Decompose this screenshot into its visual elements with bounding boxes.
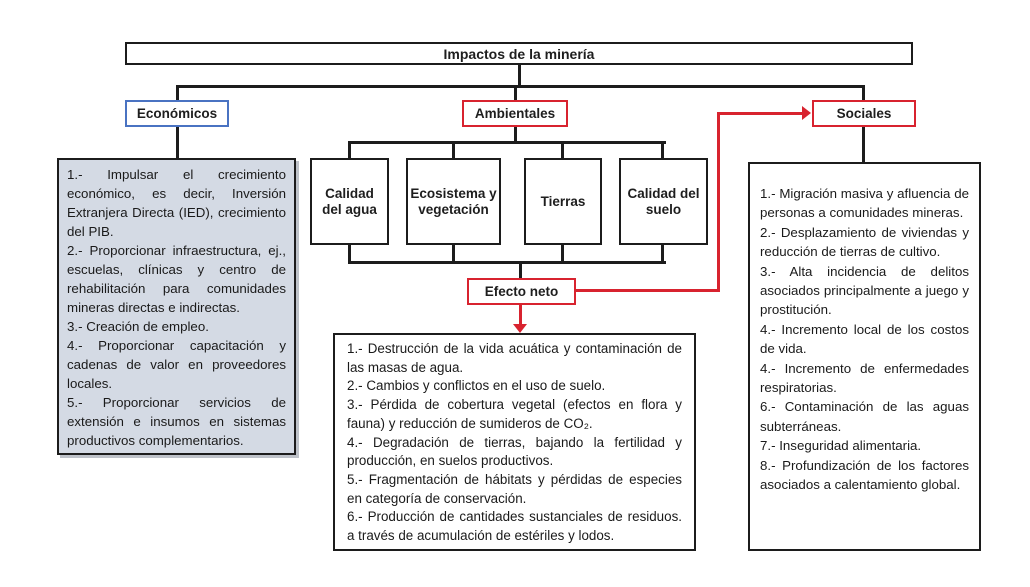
connector-to-ambientales [514, 88, 517, 100]
connector-factor2-riser [452, 245, 455, 261]
category-sociales-label: Sociales [836, 106, 892, 121]
economic-item-4: 4.- Proporcionar capacitación y cadenas … [67, 338, 286, 391]
connector-factors-collector [348, 261, 666, 264]
social-item-1: 1.- Migración masiva y afluencia de pers… [760, 186, 969, 221]
net-effect-list: 1.- Destrucción de la vida acuática y co… [333, 333, 696, 551]
red-arrow-elbow-horizontal2 [717, 112, 803, 115]
root-title-label: Impactos de la minería [443, 45, 595, 62]
factor-soil-quality-box: Calidad del suelo [619, 158, 708, 245]
net-effect-item-1: 1.- Destrucción de la vida acuática y co… [347, 341, 682, 375]
economic-item-5: 5.- Proporcionar servicios de extensión … [67, 395, 286, 448]
red-arrow-net-effect-line [519, 305, 522, 325]
factor-soil-quality-label: Calidad del suelo [627, 185, 700, 217]
connector-factor1-drop [348, 144, 351, 158]
connector-to-economicos [176, 88, 179, 100]
factor-water-quality-label: Calidad del agua [322, 185, 377, 217]
connector-factor4-riser [661, 245, 664, 261]
red-arrow-to-sociales-head [802, 106, 811, 120]
red-arrow-net-effect-head [513, 324, 527, 333]
social-item-2: 2.- Desplazamiento de viviendas y reducc… [760, 224, 969, 260]
net-effect-item-4: 4.- Degradación de tierras, bajando la f… [347, 434, 682, 469]
social-item-7: 7.- Inseguridad alimentaria. [760, 438, 922, 454]
factor-water-quality-box: Calidad del agua [310, 158, 389, 245]
connector-factor4-drop [661, 144, 664, 158]
net-effect-item-5: 5.- Fragmentación de hábitats y pérdidas… [347, 471, 682, 506]
connector-branch-horizontal [176, 85, 865, 88]
economic-item-1: 1.- Impulsar el crecimiento económico, e… [67, 167, 286, 239]
connector-to-net-effect [519, 264, 522, 278]
social-item-5: 4.- Incremento de enfermedades respirato… [760, 360, 969, 396]
red-arrow-elbow-vertical [717, 112, 720, 292]
factor-ecosystem-box: Ecosistema y vegetación [406, 158, 501, 245]
red-arrow-elbow-horizontal1 [576, 289, 720, 292]
connector-factor3-riser [561, 245, 564, 261]
economic-impacts-list: 1.- Impulsar el crecimiento económico, e… [57, 158, 296, 455]
social-item-3: 3.- Alta incidencia de delitos asociados… [760, 263, 969, 318]
net-effect-item-3: 3.- Pérdida de cobertura vegetal (efecto… [347, 397, 682, 431]
factor-lands-label: Tierras [540, 193, 586, 209]
net-effect-item-2: 2.- Cambios y conflictos en el uso de su… [347, 378, 606, 394]
economic-item-2: 2.- Proporcionar infraestructura, ej., e… [67, 243, 286, 315]
net-effect-label: Efecto neto [484, 284, 559, 299]
connector-sociales-down [862, 127, 865, 162]
connector-title-down [518, 65, 521, 85]
connector-ambientales-down [514, 127, 517, 141]
category-ambientales-box: Ambientales [462, 100, 568, 127]
factor-ecosystem-label: Ecosistema y vegetación [410, 185, 497, 217]
category-ambientales-label: Ambientales [474, 106, 556, 121]
connector-factors-spreader [348, 141, 666, 144]
connector-factor2-drop [452, 144, 455, 158]
category-sociales-box: Sociales [812, 100, 916, 127]
economic-item-3: 3.- Creación de empleo. [67, 319, 209, 334]
social-impacts-list: 1.- Migración masiva y afluencia de pers… [748, 162, 981, 551]
factor-lands-box: Tierras [524, 158, 602, 245]
category-economicos-box: Económicos [125, 100, 229, 127]
net-effect-box: Efecto neto [467, 278, 576, 305]
social-item-8: 8.- Profundización de los factores asoci… [760, 457, 969, 493]
social-item-6: 6.- Contaminación de las aguas subterrán… [760, 399, 969, 434]
category-economicos-label: Económicos [136, 106, 218, 121]
net-effect-item-6: 6.- Producción de cantidades sustanciale… [347, 509, 682, 544]
root-title-box: Impactos de la minería [125, 42, 913, 65]
connector-factor3-drop [561, 144, 564, 158]
social-item-4: 4.- Incremento local de los costos de vi… [760, 321, 969, 357]
connector-to-sociales [862, 88, 865, 100]
connector-economicos-down [176, 127, 179, 158]
connector-factor1-riser [348, 245, 351, 261]
